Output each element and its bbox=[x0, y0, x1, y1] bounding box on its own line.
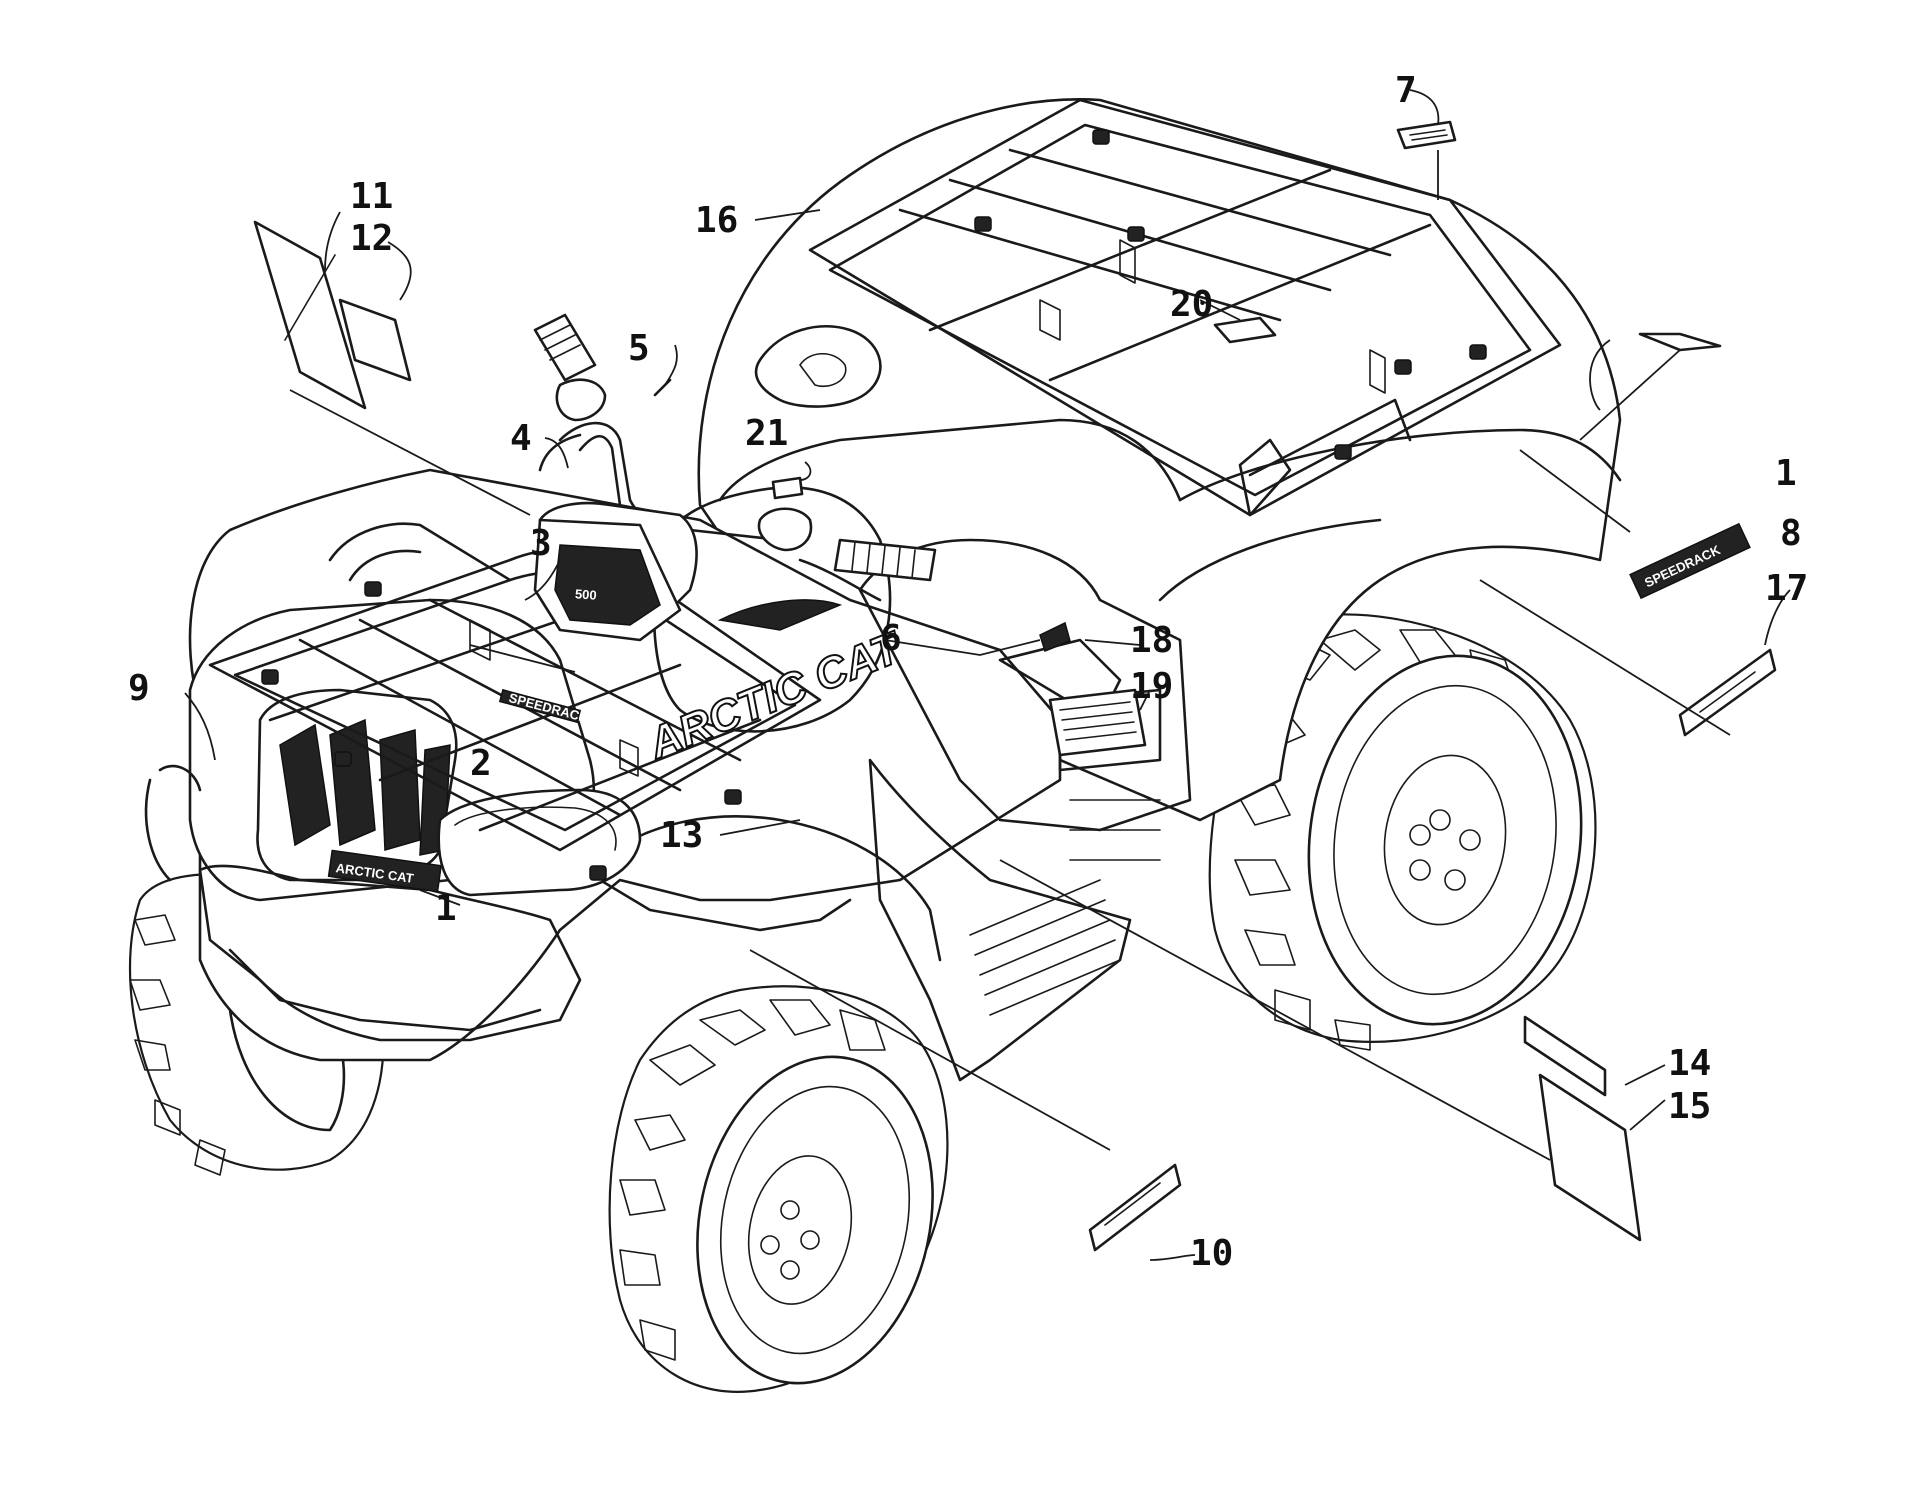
callout-4: 4 bbox=[510, 418, 532, 459]
callout-6: 6 bbox=[880, 618, 902, 659]
callout-11: 11 bbox=[350, 176, 393, 217]
decal-21 bbox=[771, 476, 804, 500]
callout-21: 21 bbox=[745, 413, 788, 454]
decal-12 bbox=[338, 298, 412, 382]
callout-7: 7 bbox=[1395, 70, 1417, 111]
decal-7 bbox=[1396, 120, 1457, 150]
rear-rack bbox=[808, 98, 1562, 517]
decal-11 bbox=[253, 220, 367, 410]
callout-16: 16 bbox=[695, 200, 738, 241]
callout-19: 19 bbox=[1130, 666, 1173, 707]
decal-20 bbox=[1213, 316, 1277, 344]
callout-2: 2 bbox=[470, 743, 492, 784]
engine-badge-text: 500 bbox=[575, 586, 598, 602]
callout-12: 12 bbox=[350, 218, 393, 259]
callout-1-rear: 1 bbox=[1775, 453, 1797, 494]
callout-5: 5 bbox=[628, 328, 650, 369]
callout-9: 9 bbox=[128, 668, 150, 709]
callout-numbers: 11 12 5 4 3 21 16 7 20 1 8 17 6 18 19 9 … bbox=[128, 70, 1808, 1274]
decal-18 bbox=[1039, 621, 1071, 652]
handlebar-assembly: 500 bbox=[533, 313, 937, 642]
leader-lines bbox=[184, 89, 1791, 1261]
callout-20: 20 bbox=[1170, 284, 1213, 325]
callout-14: 14 bbox=[1668, 1043, 1711, 1084]
cat-logo-shape bbox=[717, 599, 843, 631]
decal-14 bbox=[1523, 1015, 1607, 1097]
callout-15: 15 bbox=[1668, 1086, 1711, 1127]
callout-8: 8 bbox=[1780, 513, 1802, 554]
front-right-wheel bbox=[608, 985, 949, 1393]
decal-10 bbox=[1088, 1163, 1182, 1252]
decal-8-speedrack bbox=[1629, 522, 1751, 600]
decal-4 bbox=[538, 433, 582, 472]
rear-right-wheel bbox=[1208, 613, 1597, 1051]
callout-13: 13 bbox=[660, 815, 703, 856]
decal-15 bbox=[1538, 1073, 1642, 1242]
callout-3: 3 bbox=[530, 523, 552, 564]
callout-10: 10 bbox=[1190, 1233, 1233, 1274]
decal-1-rear bbox=[1638, 332, 1722, 352]
callout-18: 18 bbox=[1130, 620, 1173, 661]
callout-17: 17 bbox=[1765, 568, 1808, 609]
callout-1-front: 1 bbox=[435, 888, 457, 929]
